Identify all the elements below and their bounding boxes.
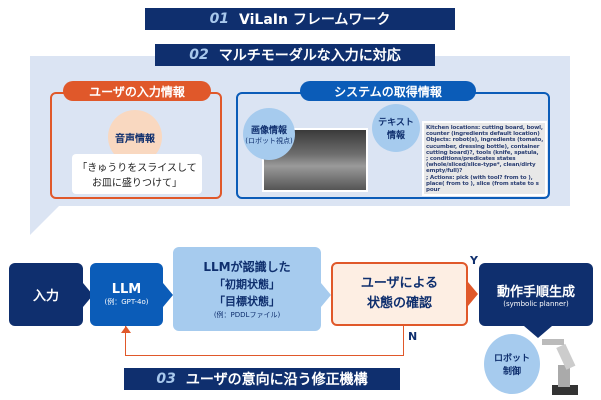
speech-line: 「きゅうりをスライスして (77, 163, 197, 174)
state-sub: (例：PDDLファイル) (213, 310, 281, 319)
llm-label: LLM (111, 282, 142, 297)
speech-bubble: 「きゅうりをスライスしてお皿に盛りつけて」 (72, 154, 202, 194)
section2-num: 02 (189, 47, 209, 63)
text-info-panel: Kitchen locations: cutting board, bowl,c… (422, 121, 547, 196)
planner-label: 動作手順生成 (496, 285, 575, 300)
text-info-line: counter (ingredients default location) (426, 131, 540, 138)
yes-label: Y (470, 254, 478, 267)
text-info-line: pour (426, 187, 440, 194)
arrow-down (524, 326, 552, 338)
text-info-line: place( from to ), slice (from state to s (426, 180, 539, 187)
panel-pointer (30, 205, 60, 235)
text-info-line: cutting board)?, tools (knife, spatula, (426, 149, 539, 156)
section2-bar: 02 マルチモーダルな入力に対応 (155, 44, 435, 66)
title-text: ViLaIn フレームワーク (239, 12, 391, 28)
speech-line: お皿に盛りつけて」 (91, 178, 183, 189)
text-info-line: Objects: robot(s), ingredients (tomato, (426, 137, 544, 144)
llm-box: LLM(例：GPT-4o) (90, 263, 163, 326)
arrow-right (83, 283, 93, 307)
state-line: 「初期状態」 (214, 277, 280, 291)
text-info-line: (whole/sliced/slice-type*, clean/dirty (426, 162, 536, 169)
yes-arrow (468, 282, 478, 306)
robot-label: 制御 (502, 367, 521, 377)
text-info-line: Kitchen locations: cutting board, bowl, (426, 125, 543, 131)
no-loop-arrowhead (121, 326, 131, 333)
text-info-circle: テキスト情報 (372, 104, 420, 152)
text-info-line: cucumber, dressing bottle), container (426, 143, 540, 150)
confirm-line: 状態の確認 (366, 296, 432, 311)
text-info-line: ; conditions/predicates states (426, 156, 516, 163)
planner-box: 動作手順生成(symbolic planner) (479, 263, 593, 326)
section3-bar: 03 ユーザの意向に沿う修正機構 (124, 368, 400, 390)
arrow-right (163, 283, 173, 307)
robot-control-circle: ロボット制御 (484, 334, 540, 394)
robot-label: ロボット (493, 354, 530, 364)
text-info-line: empty/full)? (426, 168, 463, 175)
voice-label: 音声情報 (115, 133, 155, 145)
user-input-header: ユーザの入力情報 (63, 81, 211, 101)
confirm-box: ユーザによる状態の確認 (331, 262, 468, 326)
arrow-right (321, 283, 331, 307)
confirm-line: ユーザによる (360, 276, 439, 291)
llm-sub: (例：GPT-4o) (104, 298, 149, 306)
no-label: N (408, 330, 418, 343)
text-label: 情報 (386, 131, 405, 141)
section2-text: マルチモーダルな入力に対応 (218, 48, 401, 64)
system-header-text: システムの取得情報 (334, 84, 442, 99)
title-bar: 01 ViLaIn フレームワーク (145, 8, 455, 30)
image-label: 画像情報 (250, 125, 287, 136)
user-input-header-text: ユーザの入力情報 (89, 84, 185, 99)
system-header: システムの取得情報 (300, 81, 476, 101)
text-info-line: ; Actions: pick (with tool? from to ), (426, 174, 533, 181)
title-num: 01 (209, 11, 230, 27)
section3-num: 03 (156, 371, 176, 387)
image-info-circle: 画像情報(ロボット視点) (243, 108, 295, 160)
no-loop-line (125, 326, 404, 356)
robot-arm-icon (542, 339, 578, 395)
text-label: テキスト (378, 118, 414, 128)
state-line: LLMが認識した (203, 259, 291, 274)
image-sub: (ロボット視点) (245, 136, 293, 145)
state-line: 「目標状態」 (214, 294, 280, 308)
input-box: 入力 (9, 263, 83, 326)
section3-text: ユーザの意向に沿う修正機構 (185, 372, 368, 388)
planner-sub: (symbolic planner) (503, 300, 569, 308)
state-box: LLMが認識した「初期状態」「目標状態」 (例：PDDLファイル) (173, 247, 321, 331)
input-label: 入力 (32, 289, 59, 304)
